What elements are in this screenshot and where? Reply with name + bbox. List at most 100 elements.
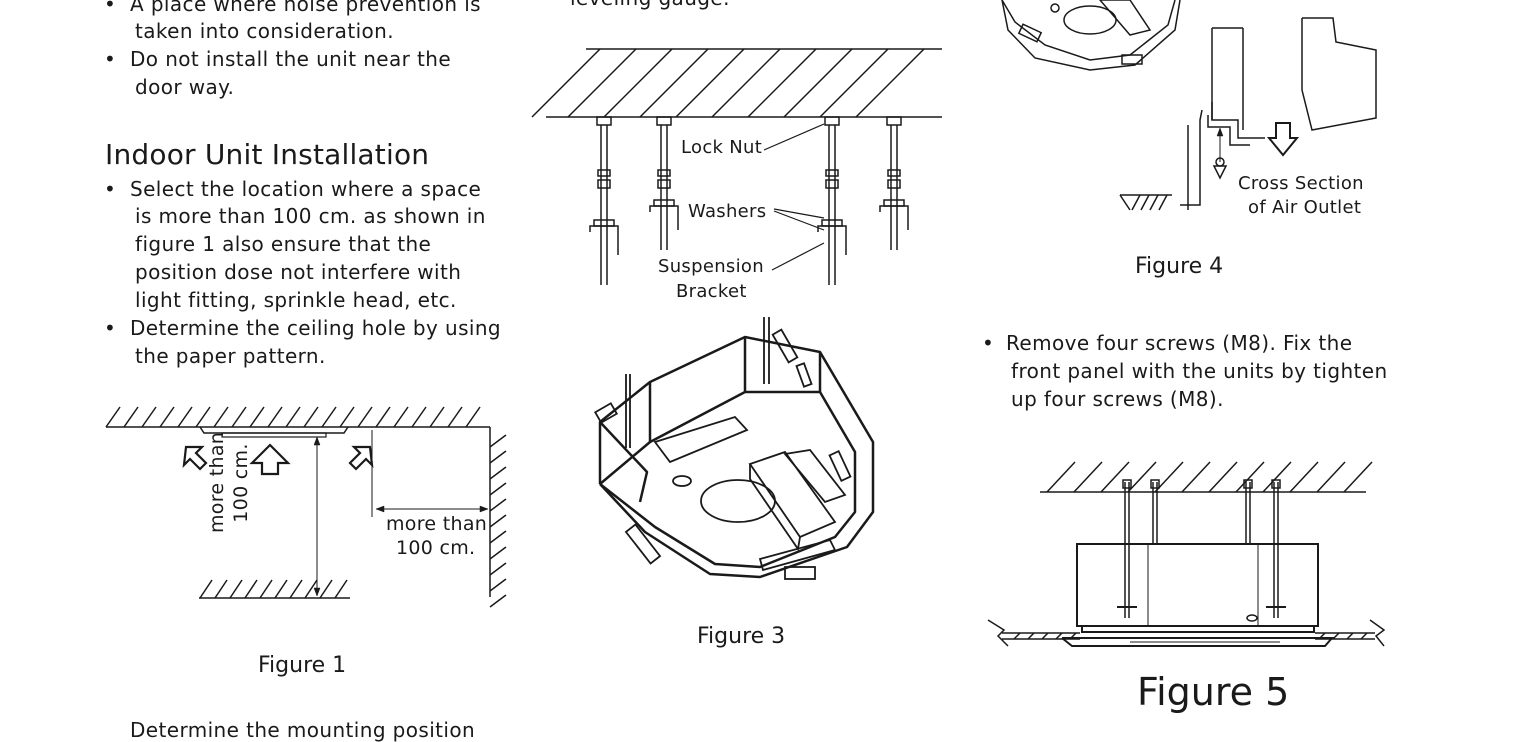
bullet-text-line: Do not install the unit near the	[130, 47, 452, 71]
hatch-line	[1013, 632, 1021, 640]
hatch-line	[177, 406, 193, 428]
hatch-line	[489, 546, 507, 560]
hatch-line	[229, 579, 243, 599]
hatch-line	[1235, 461, 1265, 493]
hatch-line	[1100, 461, 1130, 493]
hatch-line	[231, 406, 247, 428]
hatch-line	[489, 434, 507, 448]
hatch-line	[1046, 461, 1076, 493]
suspension-bolt-diagram	[531, 48, 942, 285]
horizontal-dimension-label: more than	[386, 513, 488, 535]
hatch-line	[1073, 461, 1103, 493]
hatch-line	[1346, 632, 1354, 640]
hatch-line	[1149, 194, 1159, 211]
suspension-bolt	[817, 116, 847, 285]
bullet-text-line: up four screws (M8).	[1011, 387, 1224, 411]
hatch-line	[375, 406, 391, 428]
horizontal-dimension-label: 100 cm.	[396, 537, 476, 559]
cross-section-label: of Air Outlet	[1248, 197, 1362, 218]
bullet-mark: •	[104, 316, 116, 340]
hatch-line	[747, 48, 817, 118]
hatch-line	[489, 482, 507, 496]
hatch-line	[675, 48, 745, 118]
figure-4-caption: Figure 4	[1135, 254, 1224, 279]
hatch-line	[249, 406, 265, 428]
hatch-line	[1127, 461, 1157, 493]
hatch-line	[123, 406, 139, 428]
bullet-mark: •	[982, 331, 994, 355]
hatch-line	[285, 406, 301, 428]
bullet-mark: •	[104, 177, 116, 201]
bullet-text-line: front panel with the units by tighten	[1011, 359, 1388, 383]
bullet-text-line: the paper pattern.	[135, 344, 326, 368]
figure-5-caption: Figure 5	[1137, 670, 1290, 714]
hatch-line	[531, 48, 601, 118]
hatch-line	[105, 406, 121, 428]
hatch-line	[304, 579, 318, 599]
hatch-line	[447, 406, 463, 428]
suspension-bracket-label: Suspension	[658, 256, 764, 277]
hatch-line	[267, 406, 283, 428]
hatch-line	[259, 579, 273, 599]
section-heading: Indoor Unit Installation	[105, 138, 430, 171]
cross-section-label: Cross Section	[1238, 173, 1364, 194]
hatch-line	[489, 450, 507, 464]
suspension-bracket-label: Bracket	[676, 281, 747, 302]
partial-text-line: Determine the mounting position	[130, 718, 476, 742]
bullet-text-line: A place where noise prevention is	[130, 0, 481, 16]
hatch-line	[339, 406, 355, 428]
suspension-bolt	[649, 116, 679, 250]
hatch-line	[1158, 194, 1168, 211]
hatch-line	[489, 578, 507, 592]
hatch-line	[711, 48, 781, 118]
hatch-line	[465, 406, 481, 428]
hatch-line	[1041, 632, 1049, 640]
hatch-line	[1055, 632, 1063, 640]
partial-text-line: leveling gauge.	[570, 0, 730, 10]
hatch-line	[357, 406, 373, 428]
hatch-line	[321, 406, 337, 428]
figure-1-caption: Figure 1	[258, 653, 347, 678]
hatch-line	[274, 579, 288, 599]
hatch-line	[199, 579, 213, 599]
hatch-line	[213, 406, 229, 428]
hatch-line	[141, 406, 157, 428]
hatch-line	[1289, 461, 1319, 493]
front-panel-installation-diagram	[987, 461, 1386, 647]
hatch-line	[489, 530, 507, 544]
hatch-line	[214, 579, 228, 599]
air-outlet-cross-section-diagram	[1001, 0, 1377, 211]
hatch-line	[567, 48, 637, 118]
figure-1-diagram	[105, 406, 507, 608]
hatch-line	[411, 406, 427, 428]
bullet-mark: •	[104, 47, 116, 71]
bullet-text-line: position dose not interfere with	[135, 260, 462, 284]
hatch-line	[489, 562, 507, 576]
hatch-line	[1360, 632, 1368, 640]
bullet-text-line: figure 1 also ensure that the	[135, 232, 432, 256]
hatch-line	[1027, 632, 1035, 640]
bullet-text-line: Determine the ceiling hole by using	[130, 316, 502, 340]
hatch-line	[1131, 194, 1141, 211]
hatch-line	[319, 579, 333, 599]
hatch-line	[1262, 461, 1292, 493]
hatch-line	[489, 514, 507, 528]
suspension-bolt	[879, 116, 909, 250]
hatch-line	[1208, 461, 1238, 493]
bullet-mark: •	[104, 0, 116, 16]
hatch-line	[289, 579, 303, 599]
figure-3-caption: Figure 3	[697, 624, 786, 649]
hatch-line	[429, 406, 445, 428]
vertical-dimension-label: more than 100 cm.	[206, 431, 252, 533]
bullet-text-line: light fitting, sprinkle head, etc.	[135, 288, 457, 312]
hatch-line	[334, 579, 348, 599]
indoor-unit-isometric-diagram	[593, 317, 875, 580]
hatch-line	[819, 48, 889, 118]
hatch-line	[489, 594, 507, 608]
hatch-line	[639, 48, 709, 118]
suspension-bolt	[589, 116, 619, 285]
bullet-text-line: Remove four screws (M8). Fix the	[1006, 331, 1353, 355]
hatch-line	[244, 579, 258, 599]
hatch-line	[1316, 461, 1346, 493]
hatch-line	[1140, 194, 1150, 211]
